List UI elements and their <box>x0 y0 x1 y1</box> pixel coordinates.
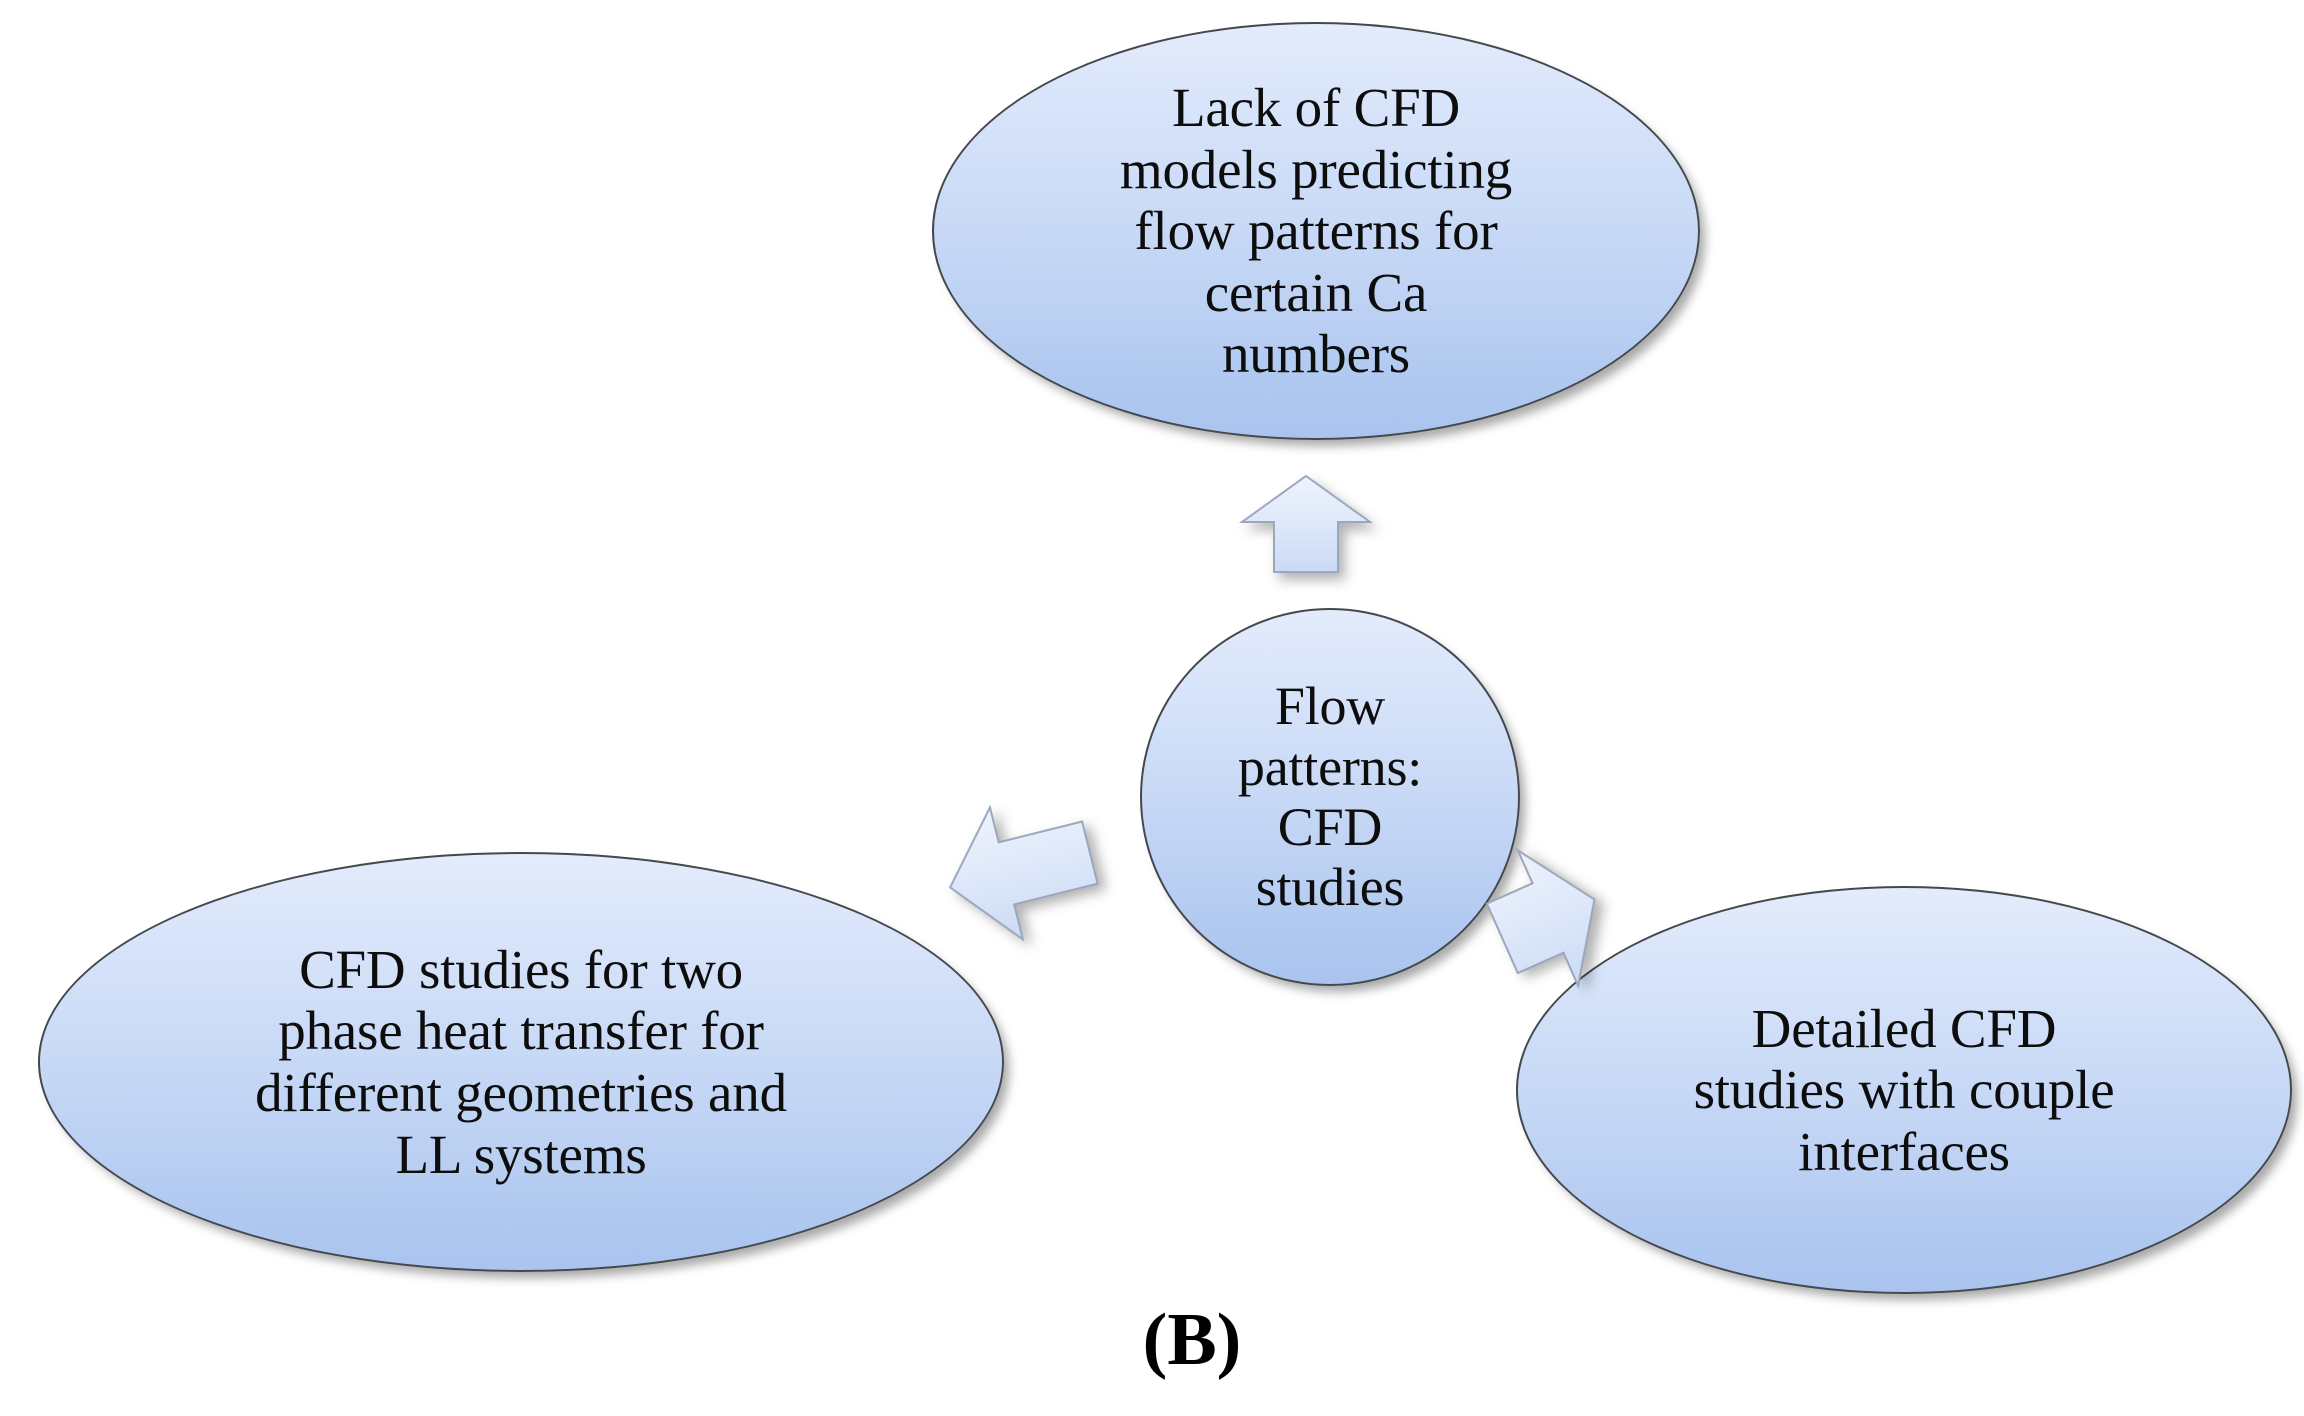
node-right-label: Detailed CFD studies with couple interfa… <box>1693 997 2115 1182</box>
node-cfd-studies-two-phase-heat-transfer[interactable]: CFD studies for two phase heat transfer … <box>38 852 1004 1272</box>
panel-caption-text: (B) <box>1142 1299 1242 1381</box>
block-arrow-up-icon <box>1238 472 1374 576</box>
node-top-label: Lack of CFD models predicting flow patte… <box>1119 77 1513 385</box>
block-arrow-left-icon <box>928 780 1111 960</box>
node-lack-of-cfd-models[interactable]: Lack of CFD models predicting flow patte… <box>932 22 1700 440</box>
node-center-label: Flow patterns: CFD studies <box>1237 676 1423 918</box>
panel-caption: (B) <box>0 1298 2304 1383</box>
node-left-label: CFD studies for two phase heat transfer … <box>255 938 787 1185</box>
node-flow-patterns-cfd-studies[interactable]: Flow patterns: CFD studies <box>1140 608 1520 986</box>
block-arrow-right-icon <box>1467 825 1629 1011</box>
node-detailed-cfd-studies-couple-interfaces[interactable]: Detailed CFD studies with couple interfa… <box>1516 886 2292 1294</box>
